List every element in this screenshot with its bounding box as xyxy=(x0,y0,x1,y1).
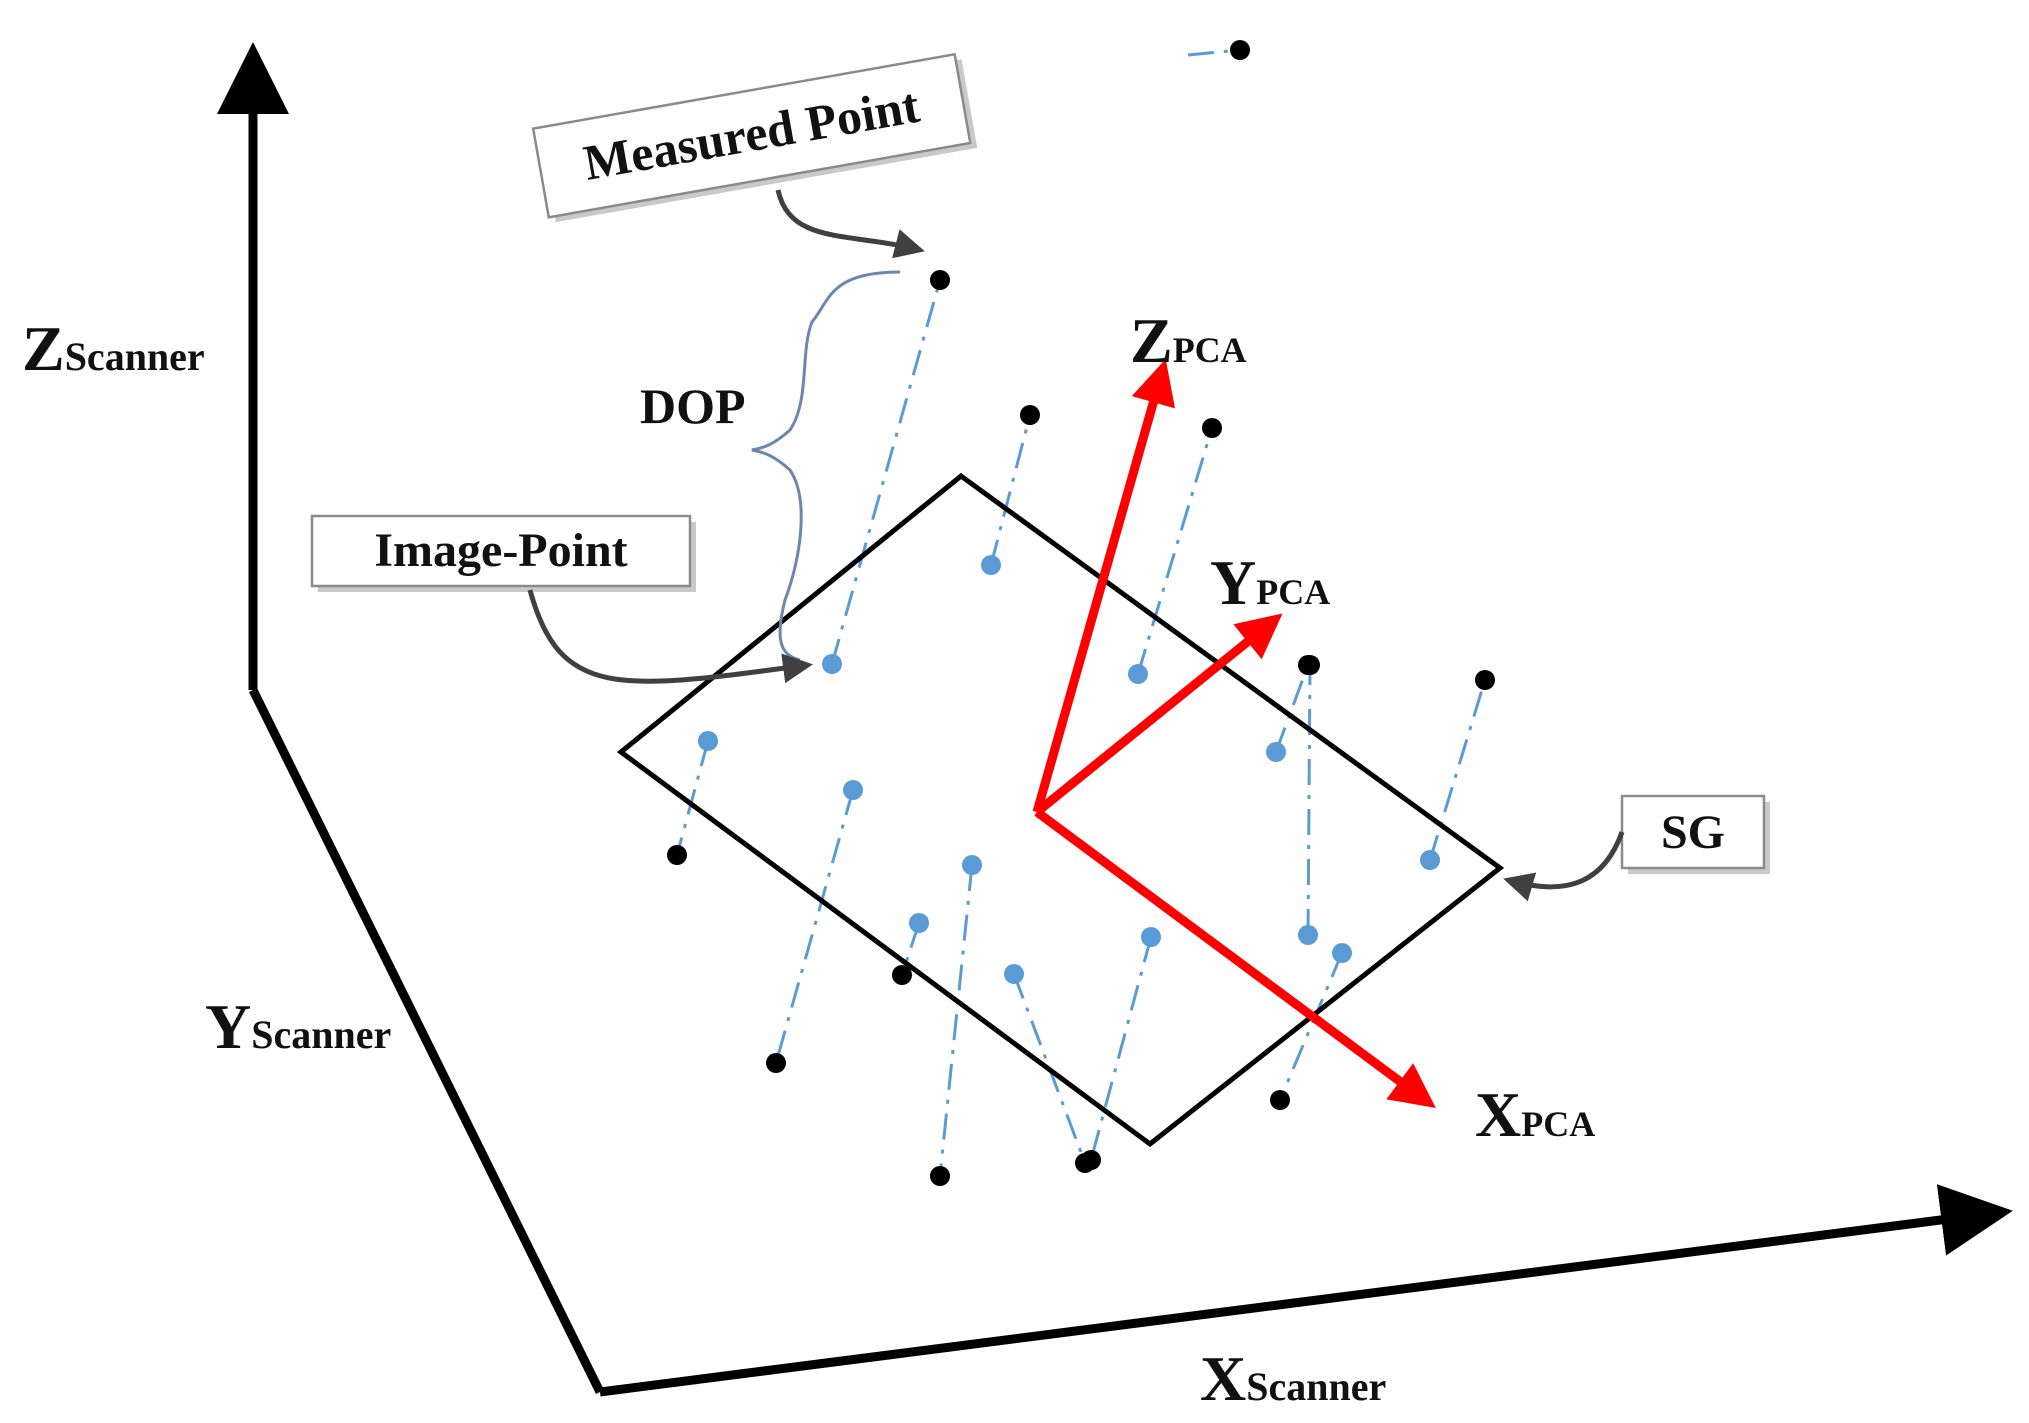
image-point xyxy=(822,654,842,674)
z-pca-axis xyxy=(1032,359,1176,814)
x-scanner-label: XScanner xyxy=(1200,1343,1386,1414)
measured-point xyxy=(766,1053,786,1073)
image-point xyxy=(1141,927,1161,947)
image-point xyxy=(1266,742,1286,762)
projection-line xyxy=(1187,48,1241,57)
image-point xyxy=(1298,925,1318,945)
projection-line xyxy=(1089,936,1153,1161)
measured-point xyxy=(1230,40,1250,60)
image-point xyxy=(1004,964,1024,984)
measured-point-box xyxy=(531,52,972,219)
measured-point xyxy=(930,270,950,290)
projection-line xyxy=(1274,664,1310,753)
dop-brace xyxy=(751,270,901,662)
measured-point xyxy=(1202,418,1222,438)
z-pca-label: ZPCA xyxy=(1130,305,1247,376)
point-cloud xyxy=(667,40,1495,1186)
projection-line xyxy=(774,789,855,1064)
projection-line xyxy=(830,279,942,665)
projection-line xyxy=(938,864,974,1177)
projection-lines xyxy=(675,48,1487,1177)
image-point xyxy=(909,913,929,933)
y-pca-label: YPCA xyxy=(1210,547,1330,618)
image-point xyxy=(1332,943,1352,963)
sg-arrow xyxy=(1503,831,1625,902)
image-point-arrow xyxy=(527,589,813,684)
sg-plane xyxy=(616,472,1505,1148)
image-point xyxy=(1128,664,1148,684)
image-point xyxy=(843,780,863,800)
image-point-label: Image-Point xyxy=(374,524,627,577)
image-point-box xyxy=(310,514,692,588)
projection-line xyxy=(675,740,710,856)
projection-line xyxy=(1428,679,1487,861)
x-pca-axis xyxy=(1034,808,1436,1109)
z-scanner-label: ZScanner xyxy=(22,313,205,384)
x-pca-label: XPCA xyxy=(1475,1079,1595,1150)
y-pca-axis xyxy=(1034,613,1283,816)
x-scanner-axis xyxy=(599,1184,2013,1397)
measured-point xyxy=(1081,1150,1101,1170)
pca-axes xyxy=(1032,359,1436,1109)
projection-line xyxy=(989,414,1032,566)
measured-point xyxy=(1020,405,1040,425)
scanner-axes xyxy=(217,42,2013,1397)
measured-point xyxy=(930,1166,950,1186)
measured-point xyxy=(1475,670,1495,690)
sg-label: SG xyxy=(1661,806,1725,859)
measured-point-callout: Measured Point xyxy=(531,52,978,223)
image-point xyxy=(698,731,718,751)
y-scanner-label: YScanner xyxy=(205,991,391,1062)
projection-line xyxy=(1306,664,1312,936)
y-scanner-axis xyxy=(248,688,605,1394)
image-point xyxy=(981,555,1001,575)
measured-point xyxy=(892,965,912,985)
dop-label: DOP xyxy=(640,378,746,434)
measured-point xyxy=(1270,1090,1290,1110)
image-point xyxy=(962,855,982,875)
projection-line xyxy=(1136,427,1214,675)
measured-point-arrow xyxy=(775,189,925,259)
measured-point xyxy=(667,845,687,865)
image-point xyxy=(1420,850,1440,870)
measured-point xyxy=(1300,655,1320,675)
